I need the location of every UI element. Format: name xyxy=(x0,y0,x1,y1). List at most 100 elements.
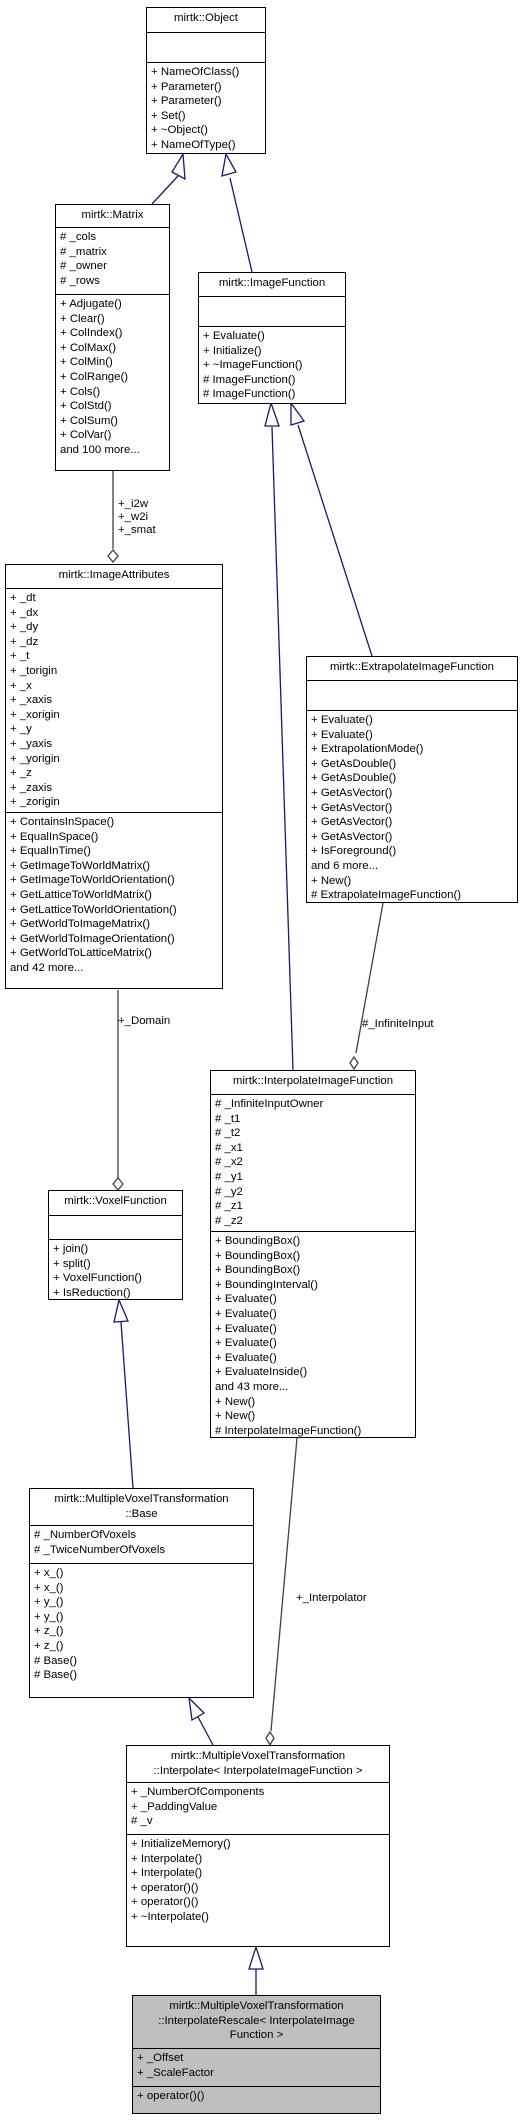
method-item: + NameOfClass() xyxy=(151,66,240,78)
edge-label-matrix-role: +_i2w +_w2i +_smat xyxy=(118,498,156,537)
method-item: + GetAsVector() xyxy=(311,830,393,843)
class-methods: + Evaluate() + Evaluate() + Extrapolatio… xyxy=(307,710,517,903)
class-attributes: + _dt + _dx + _dy + _dz + _t + _torigin … xyxy=(6,588,222,812)
method-item: + ColRange() xyxy=(60,370,129,383)
class-attributes: + _NumberOfComponents + _PaddingValue # … xyxy=(127,1782,389,1834)
class-attributes: # _InfiniteInputOwner # _t1 # _t2 # _x1 … xyxy=(211,1094,415,1231)
attribute-item: + _y xyxy=(10,723,32,736)
class-title: mirtk::VoxelFunction xyxy=(49,1191,182,1215)
class-node-interpolaterescale[interactable]: mirtk::MultipleVoxelTransformation ::Int… xyxy=(132,1995,381,2114)
association-edge-interpolatefn-interpolate xyxy=(270,1437,298,1732)
method-item: + EqualInTime() xyxy=(10,845,91,858)
attribute-item: + _zaxis xyxy=(10,781,53,794)
attribute-item: # _matrix xyxy=(60,245,107,258)
class-node-imageattributes[interactable]: mirtk::ImageAttributes + _dt + _dx + _dy… xyxy=(5,564,223,989)
inheritance-edge-interpolate-base xyxy=(197,1716,214,1746)
method-item: + New() xyxy=(215,1395,256,1408)
method-item: + ContainsInSpace() xyxy=(10,816,115,828)
method-item: + VoxelFunction() xyxy=(53,1272,142,1285)
class-methods: + x_() + x_() + y_() + y_() + z_() + z_(… xyxy=(30,1563,253,1699)
class-node-interpolateimagefunction[interactable]: mirtk::InterpolateImageFunction # _Infin… xyxy=(210,1070,416,1438)
method-item: + Evaluate() xyxy=(215,1293,277,1306)
attribute-item: + _xorigin xyxy=(10,708,60,721)
inheritance-edge-imagefunction-object xyxy=(229,177,253,273)
attribute-item: # _TwiceNumberOfVoxels xyxy=(34,1543,166,1556)
aggregation-diamond xyxy=(349,1055,359,1071)
method-item: + Parameter() xyxy=(151,95,222,108)
class-node-object[interactable]: mirtk::Object + NameOfClass() + Paramete… xyxy=(146,7,266,154)
title-line: mirtk::Object xyxy=(174,12,238,24)
inheritance-edge-interpolatefn-imagefunction xyxy=(271,426,294,1071)
inheritance-arrowhead xyxy=(113,1297,129,1323)
class-title: mirtk::MultipleVoxelTransformation ::Bas… xyxy=(30,1489,253,1525)
method-item: + operator()() xyxy=(131,1881,199,1894)
method-item: + z_() xyxy=(34,1639,64,1652)
class-title: mirtk::ImageFunction xyxy=(199,273,345,296)
method-item: # ExtrapolateImageFunction() xyxy=(311,889,462,902)
title-line: ::InterpolateRescale< InterpolateImage xyxy=(158,2014,355,2027)
class-title: mirtk::ImageAttributes xyxy=(6,565,222,588)
attribute-item: # _x1 xyxy=(215,1141,243,1154)
method-item: + GetAsDouble() xyxy=(311,772,397,785)
class-node-imagefunction[interactable]: mirtk::ImageFunction + Evaluate() + Init… xyxy=(198,272,346,404)
method-item: + GetWorldToImageMatrix() xyxy=(10,918,150,931)
class-node-voxelfunction[interactable]: mirtk::VoxelFunction + join() + split() … xyxy=(48,1190,183,1300)
method-item: + Evaluate() xyxy=(215,1337,277,1350)
class-node-interpolate[interactable]: mirtk::MultipleVoxelTransformation ::Int… xyxy=(126,1745,390,1947)
method-item: # InterpolateImageFunction() xyxy=(215,1424,362,1437)
attribute-item: + _xaxis xyxy=(10,694,53,707)
attribute-item: # _rows xyxy=(60,274,100,287)
method-item: + Evaluate() xyxy=(215,1322,277,1335)
aggregation-diamond xyxy=(107,548,119,564)
method-item: + split() xyxy=(53,1257,91,1270)
method-item: + ColIndex() xyxy=(60,327,123,340)
inheritance-arrowhead xyxy=(188,1696,206,1722)
method-item: + BoundingInterval() xyxy=(215,1278,318,1291)
title-line: ::Base xyxy=(125,1507,158,1520)
title-line: Function > xyxy=(229,2029,284,2042)
attribute-item: # _z1 xyxy=(215,1200,243,1213)
edge-label-domain: +_Domain xyxy=(118,1015,170,1028)
attribute-item: + _t xyxy=(10,650,30,663)
method-item: + y_() xyxy=(34,1596,64,1609)
attribute-item: # _InfiniteInputOwner xyxy=(215,1098,324,1110)
title-line: mirtk::MultipleVoxelTransformation xyxy=(169,2000,344,2012)
method-item: + GetLatticeToWorldMatrix() xyxy=(10,888,152,901)
method-item: + ExtrapolationMode() xyxy=(311,743,424,756)
title-line: mirtk::VoxelFunction xyxy=(64,1195,167,1207)
edge-label-interpolator: +_Interpolator xyxy=(296,1592,367,1605)
inheritance-arrowhead xyxy=(171,151,186,181)
class-attributes xyxy=(147,32,265,62)
attribute-item: # _owner xyxy=(60,260,107,273)
class-node-extrapolateimagefunction[interactable]: mirtk::ExtrapolateImageFunction + Evalua… xyxy=(306,656,518,903)
method-item: + IsForeground() xyxy=(311,845,397,858)
title-line: mirtk::ImageFunction xyxy=(218,277,326,289)
method-item: + Set() xyxy=(151,109,186,122)
method-item: + operator()() xyxy=(137,2090,205,2102)
method-item: + y_() xyxy=(34,1610,64,1623)
attribute-item: # _v xyxy=(131,1815,153,1828)
inheritance-arrowhead xyxy=(221,152,237,177)
role-line: #_InfiniteInput xyxy=(362,1018,434,1030)
class-node-base[interactable]: mirtk::MultipleVoxelTransformation ::Bas… xyxy=(29,1488,254,1698)
title-line: mirtk::MultipleVoxelTransformation xyxy=(170,1750,346,1762)
role-line: +_Interpolator xyxy=(296,1592,367,1604)
method-item: + GetImageToWorldOrientation() xyxy=(10,874,175,887)
method-item: + GetWorldToLatticeMatrix() xyxy=(10,947,152,960)
attribute-item: + _zorigin xyxy=(10,796,60,809)
title-line: mirtk::ImageAttributes xyxy=(58,569,170,581)
method-item: + ColMax() xyxy=(60,341,117,354)
title-line: ::Interpolate< InterpolateImageFunction … xyxy=(153,1764,363,1777)
method-item: + Evaluate() xyxy=(203,330,265,342)
method-item: + join() xyxy=(53,1243,89,1255)
inheritance-edge-extrapolate-imagefunction xyxy=(297,424,373,657)
attribute-item: # _t2 xyxy=(215,1127,241,1140)
method-item: + Initialize() xyxy=(203,344,262,357)
class-title: mirtk::MultipleVoxelTransformation ::Int… xyxy=(127,1746,389,1782)
method-item: + GetAsVector() xyxy=(311,786,393,799)
role-line: +_Domain xyxy=(118,1015,171,1027)
attribute-item: # _x2 xyxy=(215,1156,243,1169)
class-node-matrix[interactable]: mirtk::Matrix # _cols # _matrix # _owner… xyxy=(55,204,170,471)
method-item: + Evaluate() xyxy=(311,714,373,726)
attribute-item: + _torigin xyxy=(10,664,58,677)
